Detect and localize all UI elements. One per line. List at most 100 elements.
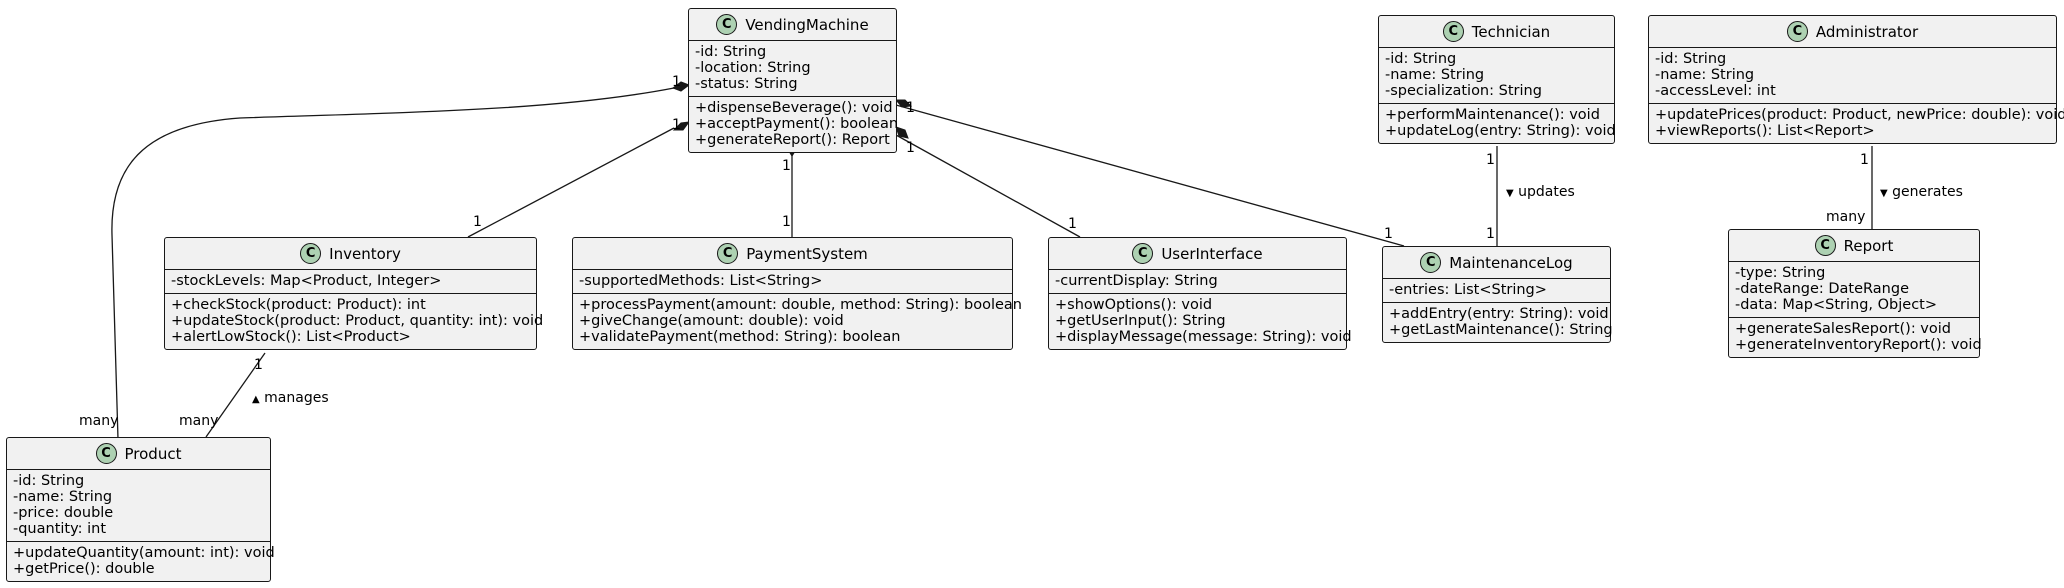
method: +alertLowStock(): List<Product>: [171, 329, 411, 345]
attributes-section: -id: String -location: String -status: S…: [689, 41, 896, 96]
class-header: C MaintenanceLog: [1383, 247, 1610, 279]
class-name: UserInterface: [1161, 244, 1263, 263]
methods-section: +updateQuantity(amount: int): void +getP…: [7, 541, 275, 581]
multiplicity-label: 1: [672, 117, 681, 133]
class-paymentsystem[interactable]: C PaymentSystem -supportedMethods: List<…: [572, 237, 1022, 350]
method: +showOptions(): void: [1055, 297, 1213, 313]
class-inventory[interactable]: C Inventory -stockLevels: Map<Product, I…: [164, 237, 544, 350]
class-name: Inventory: [329, 244, 401, 263]
class-name: Product: [124, 444, 182, 463]
edge-vendingmachine-product: [111, 87, 675, 440]
direction-arrow-icon: ▼: [1880, 188, 1888, 199]
method: +getLastMaintenance(): String: [1389, 322, 1613, 338]
attributes-section: -id: String -name: String -specializatio…: [1379, 48, 1614, 103]
association-label-generates: ▼ generates: [1880, 184, 1963, 202]
method: +dispenseBeverage(): void: [695, 100, 893, 116]
class-name: MaintenanceLog: [1449, 253, 1573, 272]
methods-section: +processPayment(amount: double, method: …: [573, 293, 1022, 349]
attribute: -id: String: [1385, 51, 1457, 67]
multiplicity-label: 1: [1486, 226, 1495, 242]
attribute: -type: String: [1735, 265, 1826, 281]
attribute: -id: String: [695, 44, 767, 60]
attribute: -name: String: [1655, 67, 1755, 83]
class-name: Administrator: [1815, 22, 1919, 41]
edge-vendingmachine-maintenancelog: [895, 104, 1405, 247]
class-vendingmachine[interactable]: C VendingMachine -id: String -location: …: [688, 8, 898, 153]
attribute: -id: String: [1655, 51, 1727, 67]
method: +generateSalesReport(): void: [1735, 321, 1951, 337]
class-header: C UserInterface: [1049, 238, 1346, 270]
multiplicity-label: 1: [672, 74, 681, 90]
association-name: manages: [264, 390, 329, 406]
class-stereotype-icon: C: [1442, 21, 1464, 42]
multiplicity-label: 1: [1486, 152, 1495, 168]
class-name: Technician: [1471, 22, 1551, 41]
attribute: -name: String: [13, 489, 113, 505]
multiplicity-label: 1: [1384, 226, 1393, 242]
attribute: -data: Map<String, Object>: [1735, 297, 1938, 313]
class-header: C VendingMachine: [689, 9, 896, 41]
association-label-updates: ▼ updates: [1506, 184, 1575, 202]
attributes-section: -id: String -name: String -accessLevel: …: [1649, 48, 2056, 103]
class-report[interactable]: C Report -type: String -dateRange: DateR…: [1728, 229, 1982, 358]
composition-diamond-product: [671, 81, 691, 92]
multiplicity-label: many: [1826, 209, 1866, 225]
methods-section: +addEntry(entry: String): void +getLastM…: [1383, 302, 1613, 342]
edge-inventory-product: [205, 352, 266, 438]
class-name: Report: [1843, 236, 1894, 255]
class-stereotype-icon: C: [717, 243, 739, 264]
class-stereotype-icon: C: [1814, 235, 1836, 256]
association-name: updates: [1518, 184, 1575, 200]
multiplicity-label: many: [79, 413, 119, 429]
class-stereotype-icon: C: [1420, 252, 1442, 273]
attribute: -status: String: [695, 76, 798, 92]
methods-section: +updatePrices(product: Product, newPrice…: [1649, 103, 2064, 143]
attribute: -entries: List<String>: [1389, 282, 1547, 298]
edge-vendingmachine-userinterface: [895, 134, 1081, 238]
attribute: -currentDisplay: String: [1055, 273, 1218, 289]
multiplicity-label: many: [179, 413, 219, 429]
methods-section: +checkStock(product: Product): int +upda…: [165, 293, 544, 349]
attribute: -supportedMethods: List<String>: [579, 273, 823, 289]
attribute: -specialization: String: [1385, 83, 1542, 99]
class-name: PaymentSystem: [746, 244, 868, 263]
attribute: -dateRange: DateRange: [1735, 281, 1909, 297]
multiplicity-label: 1: [906, 140, 915, 156]
class-stereotype-icon: C: [1786, 21, 1808, 42]
class-maintenancelog[interactable]: C MaintenanceLog -entries: List<String> …: [1382, 246, 1613, 343]
methods-section: +dispenseBeverage(): void +acceptPayment…: [689, 96, 898, 152]
multiplicity-label: 1: [782, 214, 791, 230]
attributes-section: -stockLevels: Map<Product, Integer>: [165, 270, 536, 293]
attribute: -price: double: [13, 505, 114, 521]
class-header: C Report: [1729, 230, 1979, 262]
class-stereotype-icon: C: [300, 243, 322, 264]
class-userinterface[interactable]: C UserInterface -currentDisplay: String …: [1048, 237, 1352, 350]
method: +performMaintenance(): void: [1385, 107, 1600, 123]
method: +displayMessage(message: String): void: [1055, 329, 1352, 345]
methods-section: +generateSalesReport(): void +generateIn…: [1729, 317, 1982, 357]
class-header: C Inventory: [165, 238, 536, 270]
method: +updatePrices(product: Product, newPrice…: [1655, 107, 2064, 123]
direction-arrow-icon: ▼: [1506, 188, 1514, 199]
multiplicity-label: 1: [254, 357, 263, 373]
method: +validatePayment(method: String): boolea…: [579, 329, 901, 345]
direction-arrow-icon: ▲: [252, 394, 260, 405]
attributes-section: -currentDisplay: String: [1049, 270, 1346, 293]
method: +processPayment(amount: double, method: …: [579, 297, 1022, 313]
class-administrator[interactable]: C Administrator -id: String -name: Strin…: [1648, 15, 2064, 144]
class-product[interactable]: C Product -id: String -name: String -pri…: [6, 437, 275, 582]
class-technician[interactable]: C Technician -id: String -name: String -…: [1378, 15, 1616, 144]
method: +giveChange(amount: double): void: [579, 313, 844, 329]
multiplicity-label: 1: [1068, 216, 1077, 232]
association-name: generates: [1892, 184, 1963, 200]
composition-diamond-inventory: [672, 121, 691, 131]
class-stereotype-icon: C: [95, 443, 117, 464]
method: +viewReports(): List<Report>: [1655, 123, 1875, 139]
method: +checkStock(product: Product): int: [171, 297, 426, 313]
method: +addEntry(entry: String): void: [1389, 306, 1609, 322]
association-label-manages: ▲ manages: [252, 390, 329, 408]
method: +updateStock(product: Product, quantity:…: [171, 313, 544, 329]
method: +updateQuantity(amount: int): void: [13, 545, 275, 561]
method: +getPrice(): double: [13, 561, 155, 577]
multiplicity-label: 1: [782, 158, 791, 174]
